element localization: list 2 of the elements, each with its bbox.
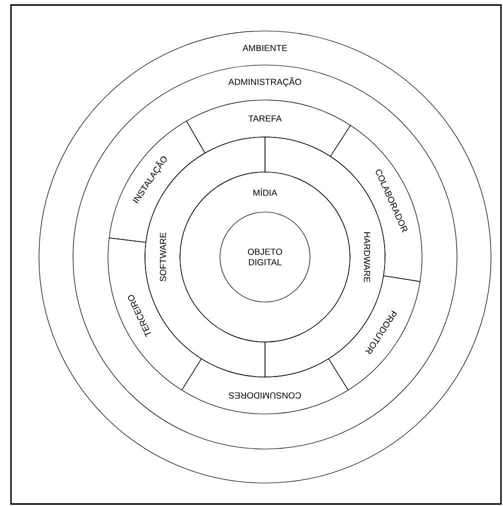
ring-segment: TAREFA: [186, 100, 351, 157]
ring-segment: CONSUMIDORES: [182, 358, 348, 414]
